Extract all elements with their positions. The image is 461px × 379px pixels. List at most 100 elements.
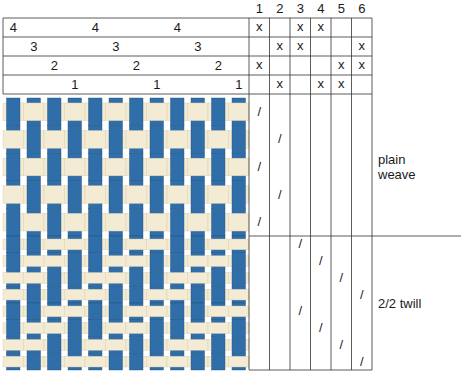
drawdown-cell [85,270,106,287]
drawdown-cell [3,353,24,370]
weft-thread [208,306,229,317]
warp-thread [191,181,205,209]
warp-thread [68,270,82,287]
drawdown-cell [65,320,86,337]
drawdown-cell [44,353,65,370]
weft-thread [65,103,86,121]
tie-up-mark: x [359,39,366,53]
drawdown-cell [208,303,229,320]
drawdown-cell [24,208,45,236]
drawdown-cell [24,126,45,154]
drawdown-cell [24,353,45,370]
drawdown [3,98,249,370]
weft-thread [147,239,168,250]
warp-thread [212,98,226,126]
drawdown-cell [167,126,188,154]
drawdown-cell [65,270,86,287]
weft-thread [208,131,229,149]
weft-thread [147,103,168,121]
warp-thread [191,286,205,303]
tie-up-mark: x [277,77,284,91]
drawdown-cell [208,98,229,126]
weft-thread [106,256,127,267]
drawdown-cell [65,181,86,209]
drawdown-cell [208,286,229,303]
tie-up-mark: x [297,39,304,53]
drawdown-cell [229,253,250,270]
weft-thread [147,289,168,300]
treadle-number: 4 [317,2,324,16]
warp-thread [150,270,164,287]
warp-thread [212,208,226,236]
weft-thread [188,103,209,121]
tie-up-mark: x [277,39,284,53]
drawdown-cell [229,303,250,320]
weft-thread [65,356,86,367]
weft-thread [106,103,127,121]
drawdown-cell [85,98,106,126]
weft-thread [208,186,229,204]
warp-thread [109,353,123,370]
drawdown-cell [24,286,45,303]
drawdown-cell [3,320,24,337]
weft-thread [106,213,127,231]
section-label: 2/2 twill [378,296,424,311]
drawdown-cell [229,98,250,126]
warp-thread [212,153,226,181]
weft-thread [167,340,188,351]
weft-thread [229,356,250,367]
drawdown-cell [147,126,168,154]
drawdown-cell [44,337,65,354]
drawdown-cell [126,98,147,126]
drawdown-cell [65,253,86,270]
weft-thread [106,273,127,284]
drawdown-cell [3,126,24,154]
drawdown-cell [147,320,168,337]
drawdown-cell [106,153,127,181]
drawdown-cell [24,236,45,253]
warp-thread [150,320,164,337]
weft-thread [126,323,147,334]
weft-thread [229,213,250,231]
drawdown-cell [167,181,188,209]
warp-thread [48,270,62,287]
weft-thread [229,158,250,176]
drawdown-cell [188,98,209,126]
grid-line [3,56,249,57]
weft-thread [188,340,209,351]
weft-thread [126,256,147,267]
warp-thread [27,236,41,253]
drawdown-cell [126,286,147,303]
drawdown-cell [85,208,106,236]
drawdown-cell [44,286,65,303]
warp-thread [191,353,205,370]
weft-thread [167,186,188,204]
treadle-number: 5 [338,2,345,16]
warp-thread [232,181,246,209]
weft-thread [44,131,65,149]
drawdown-cell [167,353,188,370]
drawdown-cell [65,126,86,154]
grid-line [3,94,249,95]
drawdown-cell [65,98,86,126]
drawdown-cell [126,236,147,253]
drawdown-cell [188,181,209,209]
treadle-mark: / [339,338,343,352]
warp-thread [89,303,103,320]
warp-thread [48,208,62,236]
weft-thread [44,186,65,204]
drawdown-cell [65,208,86,236]
drawdown-cell [3,270,24,287]
treadle-number: 3 [297,2,304,16]
shaft-number: 2 [133,59,140,73]
grid-line [249,236,372,237]
warp-thread [7,153,21,181]
weft-thread [147,306,168,317]
drawdown-cell [229,320,250,337]
drawdown-cell [106,208,127,236]
drawdown-cell [208,253,229,270]
warp-thread [7,253,21,270]
drawdown-cell [147,253,168,270]
drawdown-cell [147,208,168,236]
drawdown-cell [229,236,250,253]
